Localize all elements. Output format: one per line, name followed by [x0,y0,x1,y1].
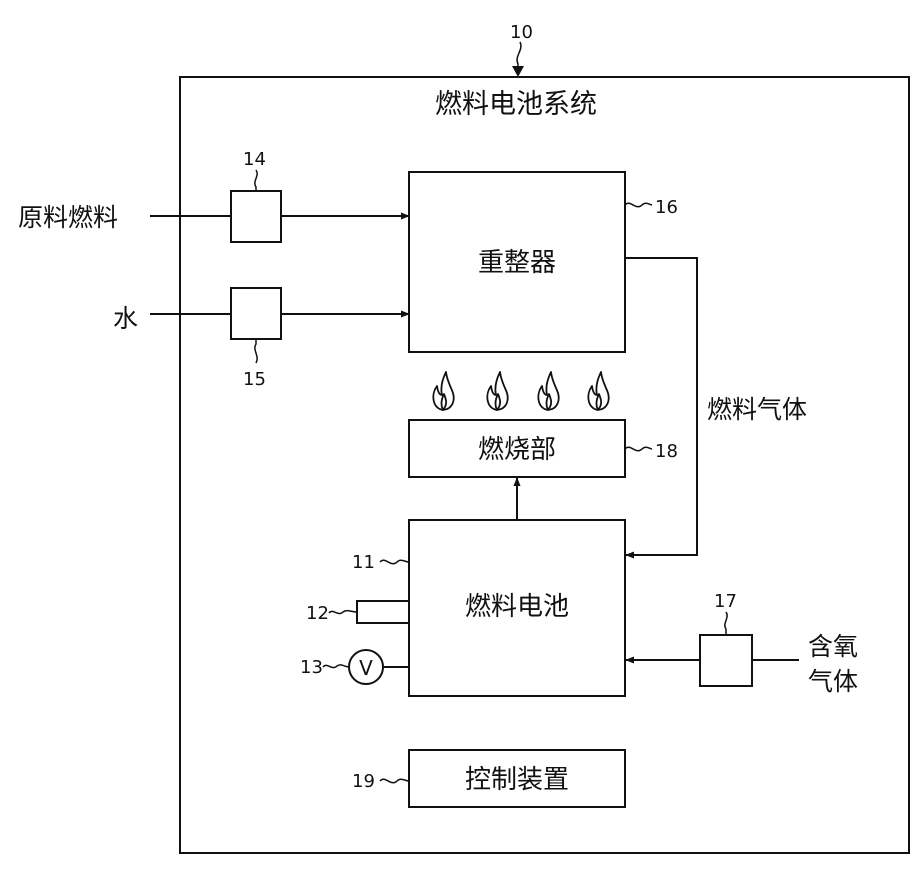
burner-ref-number: 18 [655,441,678,462]
raw-fuel-label: 原料燃料 [18,203,118,232]
fuel-gas-label: 燃料气体 [707,395,807,424]
controller-label: 控制装置 [465,765,569,795]
fuel-cell-label: 燃料电池 [465,592,569,622]
reformer-label: 重整器 [478,248,556,278]
sensor-block [357,601,409,623]
voltmeter-ref-number: 13 [300,657,323,678]
water-pump [231,288,281,339]
arrow-head-icon [512,66,524,77]
burner-label: 燃烧部 [478,435,556,465]
water-pump-ref-number: 15 [243,369,266,390]
reformer-ref-number: 16 [655,197,678,218]
oxygen-blower-ref-number: 17 [714,591,737,612]
water-label: 水 [113,304,138,333]
oxygen-label-line1: 含氧 [808,632,858,661]
controller-ref-number: 19 [352,771,375,792]
voltmeter-symbol: V [359,656,373,680]
oxygen-blower [700,635,752,686]
system-ref-number: 10 [510,22,533,43]
raw-fuel-pump [231,191,281,242]
system-title: 燃料电池系统 [435,89,597,120]
oxygen-label-line2: 气体 [808,667,858,696]
fuel-cell-ref-number: 11 [352,552,375,573]
sensor-ref-number: 12 [306,603,329,624]
raw-fuel-pump-ref-number: 14 [243,149,266,170]
